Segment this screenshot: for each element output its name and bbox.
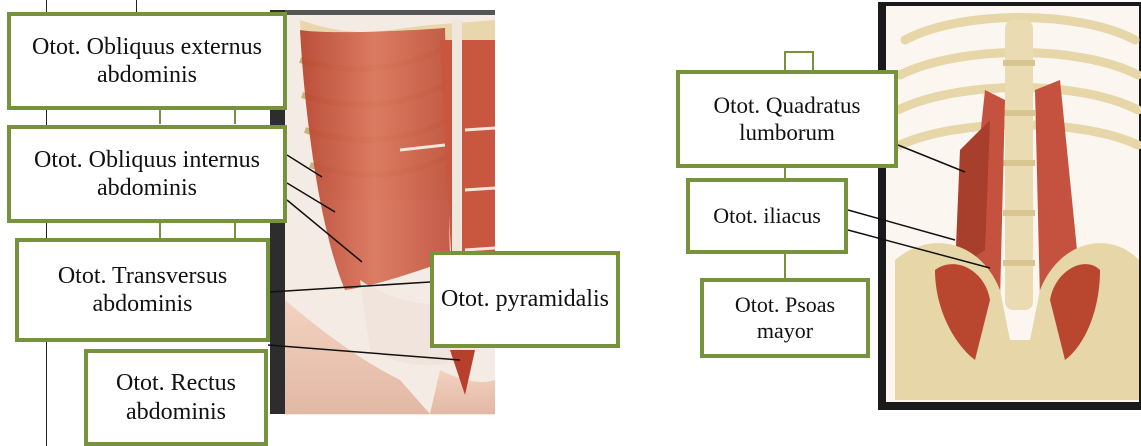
leader-internus [287, 183, 335, 212]
label-pyramidalis: Otot. pyramidalis [430, 251, 620, 348]
label-obliquus-externus: Otot. Obliquus externus abdominis [7, 12, 287, 110]
label-quadratus: Otot. Quadratus lumborum [676, 70, 898, 168]
leader-externus [287, 155, 322, 177]
leader-psoas [848, 230, 990, 268]
leader-transversus-b [270, 282, 430, 292]
label-rectus: Otot. Rectus abdominis [84, 349, 268, 446]
label-obliquus-internus: Otot. Obliquus internus abdominis [7, 125, 287, 223]
label-transversus: Otot. Transversus abdominis [15, 238, 270, 342]
leader-quadratus [898, 145, 965, 172]
leader-transversus-a [287, 200, 362, 262]
label-iliacus: Otot. iliacus [686, 178, 848, 254]
label-psoas: Otot. Psoas mayor [700, 278, 870, 358]
leader-iliacus [848, 210, 955, 240]
